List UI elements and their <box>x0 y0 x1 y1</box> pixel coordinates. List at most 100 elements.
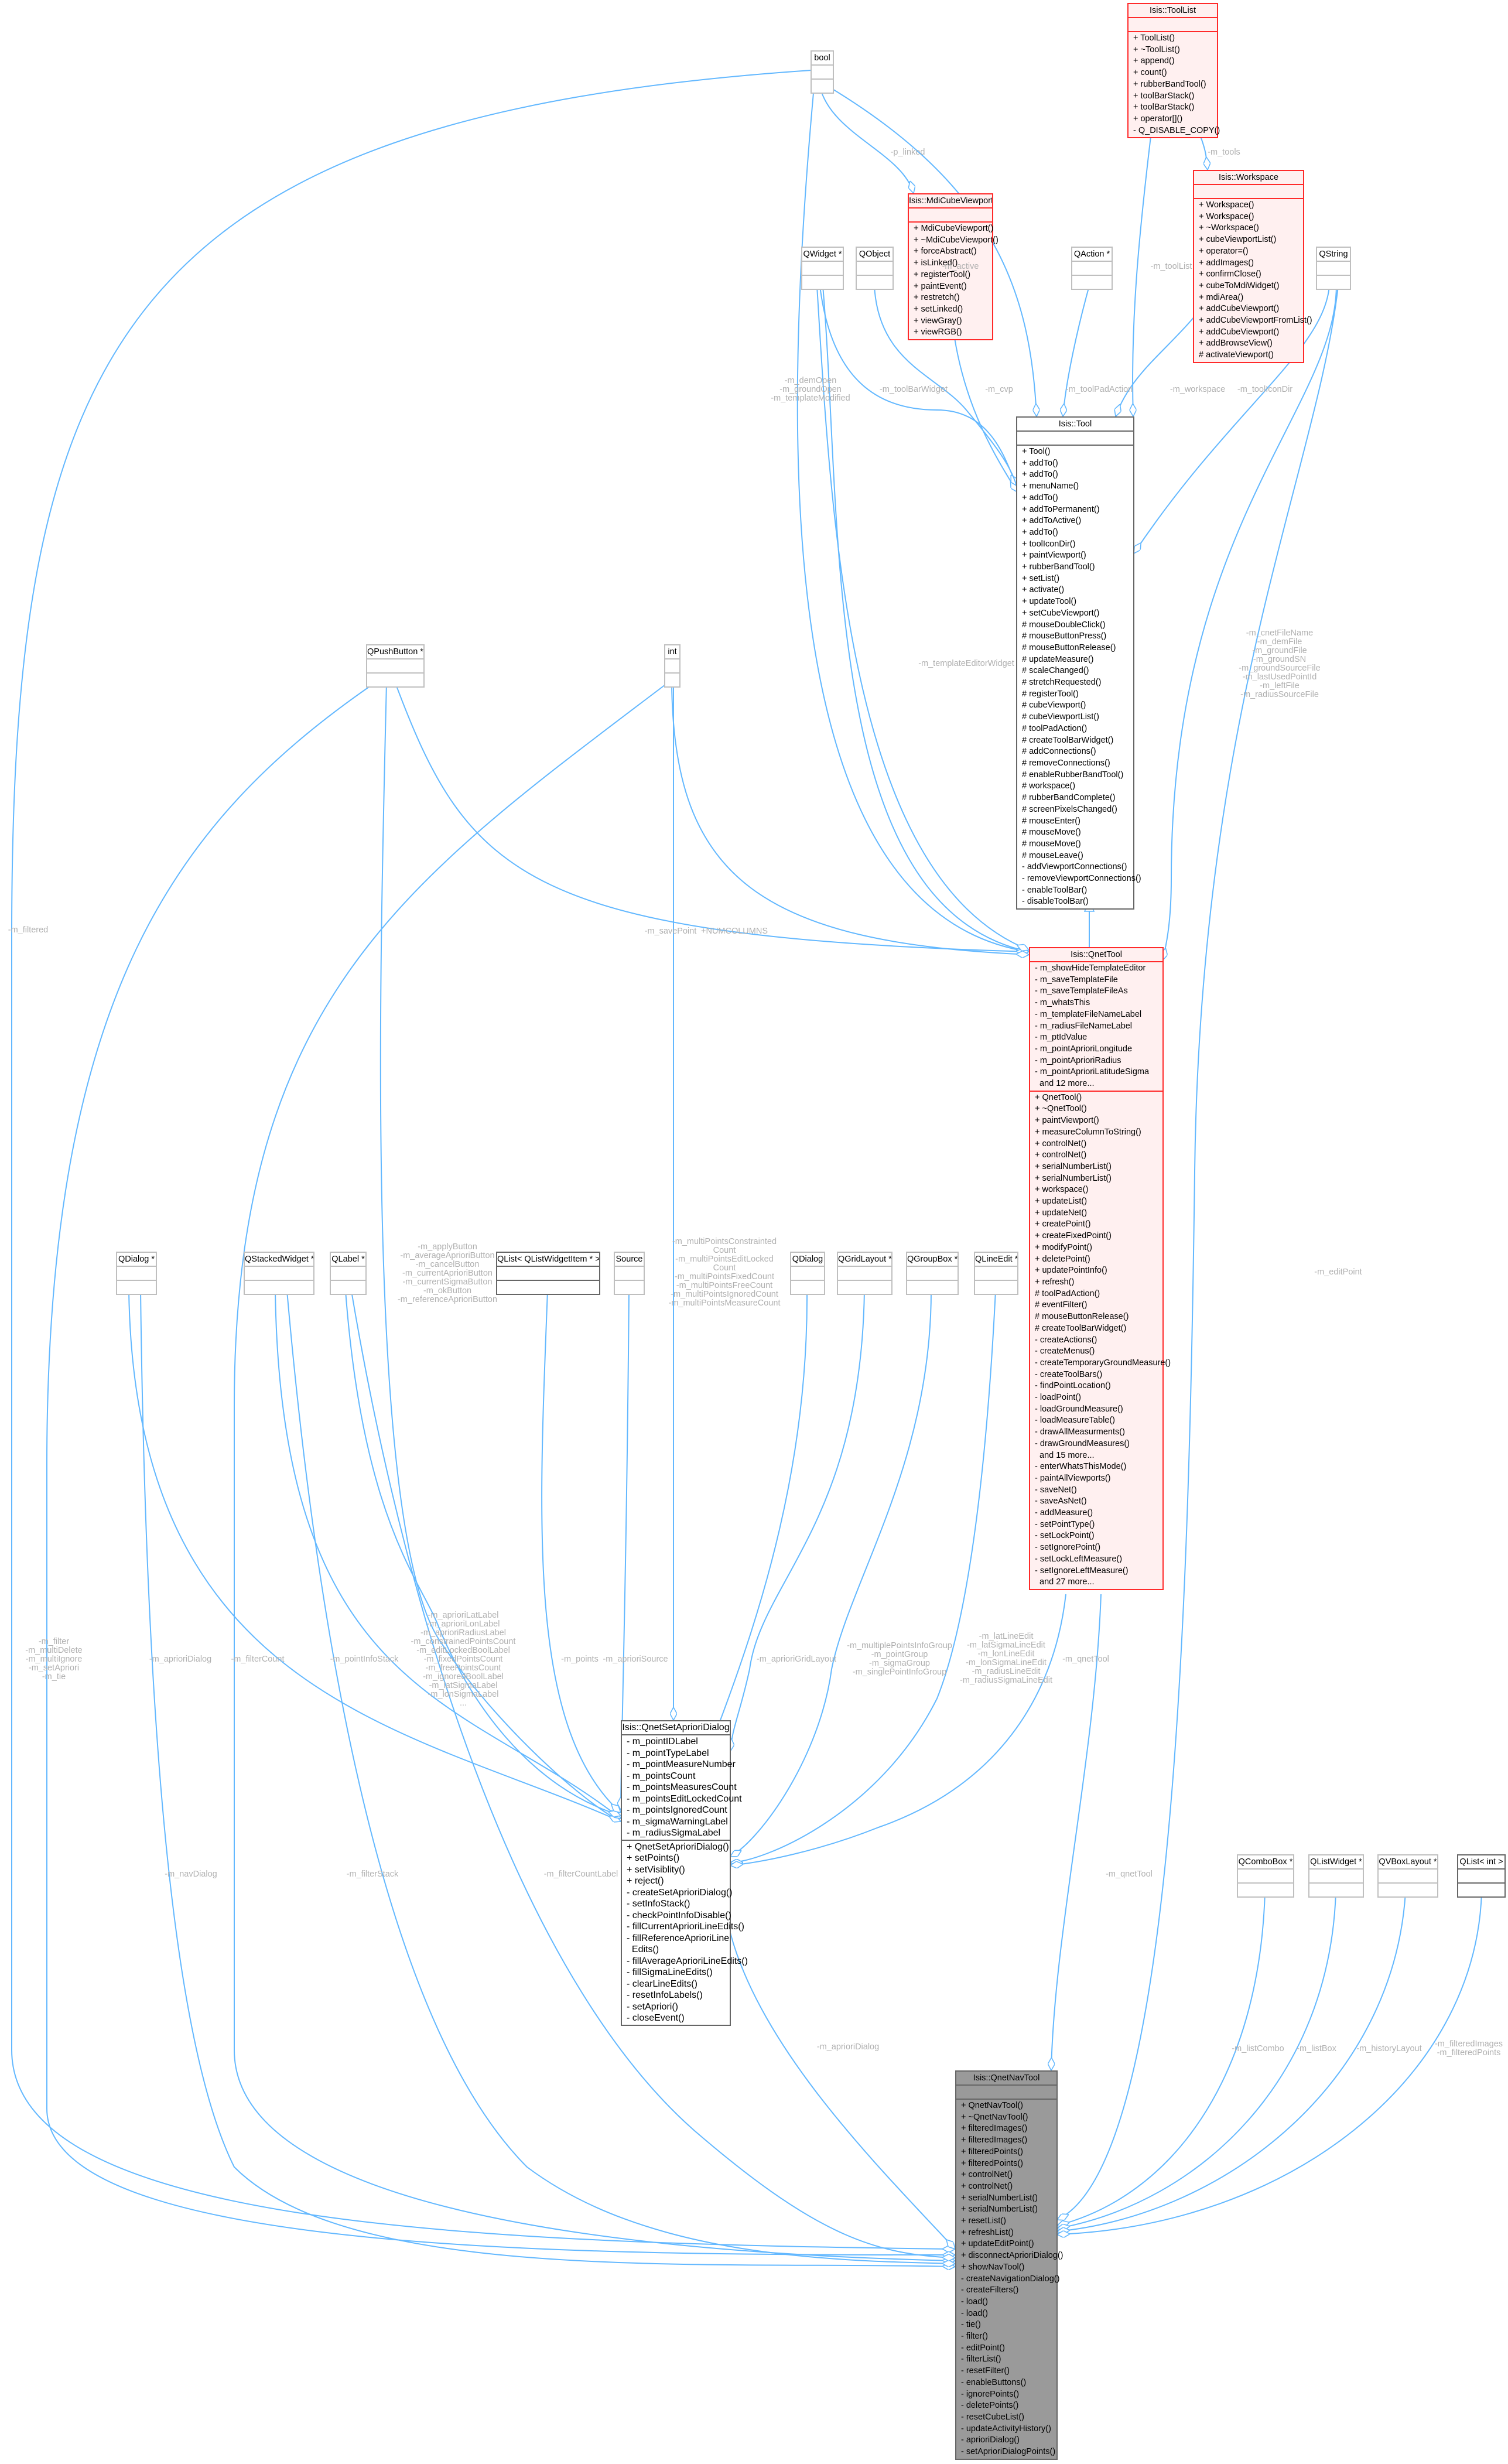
edge-qnettool-apriori <box>730 1594 1066 1865</box>
attributes-compartment <box>367 658 423 672</box>
edge-label: -m_filteredImages -m_filteredPoints <box>1434 2039 1503 2058</box>
class-method: # mouseButtonRelease() <box>1035 1312 1129 1322</box>
class-method: - saveNet() <box>1035 1485 1077 1495</box>
class-method: + disconnectAprioriDialog() <box>961 2251 1064 2261</box>
class-qnetsetaprioridialog[interactable]: Isis::QnetSetAprioriDialog- m_pointIDLab… <box>621 1720 748 2026</box>
class-qdialog-pointer[interactable]: QDialog * <box>116 1252 157 1295</box>
class-method: - loadMeasureTable() <box>1035 1416 1116 1426</box>
class-qnettool[interactable]: Isis::QnetTool- m_showHideTemplateEditor… <box>1029 947 1171 1590</box>
class-workspace[interactable]: Isis::Workspace+ Workspace()+ Workspace(… <box>1193 170 1312 363</box>
class-attribute: - m_saveTemplateFileAs <box>1035 986 1128 996</box>
class-method: + paintEvent() <box>914 281 967 291</box>
class-attribute: - m_pointTypeLabel <box>627 1748 709 1758</box>
edge-label: -m_navDialog <box>165 1870 217 1879</box>
class-attribute: - m_pointMeasureNumber <box>627 1759 736 1769</box>
edge-label: -m_filterCount <box>231 1655 285 1664</box>
class-qvboxlayout[interactable]: QVBoxLayout * <box>1377 1854 1438 1898</box>
class-method: - deletePoints() <box>961 2401 1019 2411</box>
class-method: - setLockLeftMeasure() <box>1035 1554 1123 1564</box>
class-method: + QnetSetAprioriDialog() <box>627 1841 729 1852</box>
methods-compartment: + Workspace()+ Workspace()+ ~Workspace()… <box>1194 198 1312 362</box>
class-method: + Workspace() <box>1199 200 1254 210</box>
attributes-compartment <box>1379 1868 1437 1882</box>
class-qlist-int[interactable]: QList< int > <box>1457 1854 1506 1898</box>
class-qwidget[interactable]: QWidget * <box>801 247 844 290</box>
class-name: Source <box>615 1255 643 1264</box>
class-attribute: and 12 more... <box>1035 1079 1095 1089</box>
class-qlineedit[interactable]: QLineEdit * <box>974 1252 1018 1295</box>
class-method: + addImages() <box>1199 258 1254 268</box>
class-method: - setInfoStack() <box>627 1899 690 1909</box>
class-method: - filterList() <box>961 2354 1001 2364</box>
class-method: # createToolBarWidget() <box>1022 735 1114 745</box>
class-attribute: - m_pointsMeasuresCount <box>627 1782 737 1792</box>
class-qlist-qlistwidgetitem[interactable]: QList< QListWidgetItem * > <box>496 1252 600 1295</box>
edge-gridlayout <box>730 1290 865 1751</box>
attributes-compartment: - m_showHideTemplateEditor- m_saveTempla… <box>1030 961 1162 1091</box>
edge-label: -m_listBox <box>1297 2044 1336 2053</box>
class-method: - createActions() <box>1035 1335 1097 1345</box>
class-method: # mouseMove() <box>1022 828 1081 838</box>
class-method: - setIgnoreLeftMeasure() <box>1035 1566 1129 1576</box>
class-method: + paintViewport() <box>1035 1116 1099 1126</box>
class-method: + rubberBandTool() <box>1133 79 1206 89</box>
attributes-compartment <box>117 1266 156 1280</box>
class-attribute: - m_templateFileNameLabel <box>1035 1009 1142 1019</box>
class-tool[interactable]: Isis::Tool+ Tool()+ addTo()+ addTo()+ me… <box>1016 416 1141 910</box>
class-attribute: - m_pointIDLabel <box>627 1737 698 1747</box>
class-method: - filter() <box>961 2332 988 2342</box>
edge-m-listcombo <box>1057 1892 1266 2226</box>
class-name: QList< QListWidgetItem * > <box>497 1255 599 1264</box>
class-qgridlayout[interactable]: QGridLayout * <box>837 1252 893 1295</box>
class-method: + updatePointInfo() <box>1035 1266 1107 1276</box>
class-method: # scaleChanged() <box>1022 666 1089 676</box>
edge-m-filtercount <box>234 682 955 2261</box>
class-qstring[interactable]: QString <box>1316 247 1351 290</box>
class-method: - setIgnorePoint() <box>1035 1543 1101 1553</box>
edge-pointinfostack <box>275 1290 621 1819</box>
class-name: QList< int > <box>1459 1857 1503 1867</box>
edge-label: -m_historyLayout <box>1356 2044 1422 2053</box>
methods-compartment <box>497 1280 599 1294</box>
class-qstackedwidget[interactable]: QStackedWidget * <box>244 1252 314 1295</box>
class-qdialog[interactable]: QDialog <box>790 1252 825 1295</box>
class-attribute: - m_pointAprioriLatitudeSigma <box>1035 1067 1150 1077</box>
class-name: QGroupBox * <box>907 1255 958 1264</box>
class-method: # stretchRequested() <box>1022 678 1102 688</box>
methods-compartment <box>812 78 833 93</box>
class-method: + QnetNavTool() <box>961 2101 1023 2110</box>
class-attribute: - m_radiusFileNameLabel <box>1035 1021 1133 1031</box>
class-method: + updateList() <box>1035 1197 1088 1207</box>
class-name: QAction * <box>1073 250 1110 259</box>
class-qgroupbox[interactable]: QGroupBox * <box>906 1252 959 1295</box>
class-method: + registerTool() <box>914 269 971 279</box>
class-method: # mouseButtonRelease() <box>1022 643 1116 652</box>
class-method: # eventFilter() <box>1035 1300 1088 1310</box>
edge-label: -m_active <box>942 262 979 271</box>
class-qobject[interactable]: QObject <box>856 247 894 290</box>
class-method: + Workspace() <box>1199 211 1254 221</box>
class-method: + setLinked() <box>914 304 963 314</box>
class-toollist[interactable]: Isis::ToolList+ ToolList()+ ~ToolList()+… <box>1127 3 1220 139</box>
class-qcombobox[interactable]: QComboBox * <box>1237 1854 1294 1898</box>
class-qlistwidget[interactable]: QListWidget * <box>1308 1854 1364 1898</box>
attributes-compartment <box>1017 430 1133 445</box>
class-qpushbutton[interactable]: QPushButton * <box>366 644 425 688</box>
class-method: + operator[]() <box>1133 114 1183 124</box>
class-source[interactable]: Source <box>614 1252 645 1295</box>
class-qaction[interactable]: QAction * <box>1071 247 1113 290</box>
class-method: - fillAverageAprioriLineEdits() <box>627 1956 748 1966</box>
attributes-compartment: - m_pointIDLabel- m_pointTypeLabel- m_po… <box>622 1734 742 1840</box>
class-name: QDialog <box>792 1255 823 1264</box>
class-method: + showNavTool() <box>961 2262 1025 2272</box>
class-qnetnavtool[interactable]: Isis::QnetNavTool+ QnetNavTool()+ ~QnetN… <box>955 2070 1064 2460</box>
class-name: QVBoxLayout * <box>1379 1857 1437 1867</box>
class-bool[interactable]: bool <box>811 50 834 94</box>
class-int[interactable]: int <box>664 644 681 688</box>
edge-m-toolbarwidget <box>819 285 1018 486</box>
class-qlabel[interactable]: QLabel * <box>330 1252 367 1295</box>
class-method: + updateTool() <box>1022 597 1077 607</box>
edge-m-listbox <box>1057 1892 1336 2229</box>
class-method: - createToolBars() <box>1035 1369 1103 1379</box>
class-mdicubeviewport[interactable]: Isis::MdiCubeViewport+ MdiCubeViewport()… <box>908 193 999 341</box>
